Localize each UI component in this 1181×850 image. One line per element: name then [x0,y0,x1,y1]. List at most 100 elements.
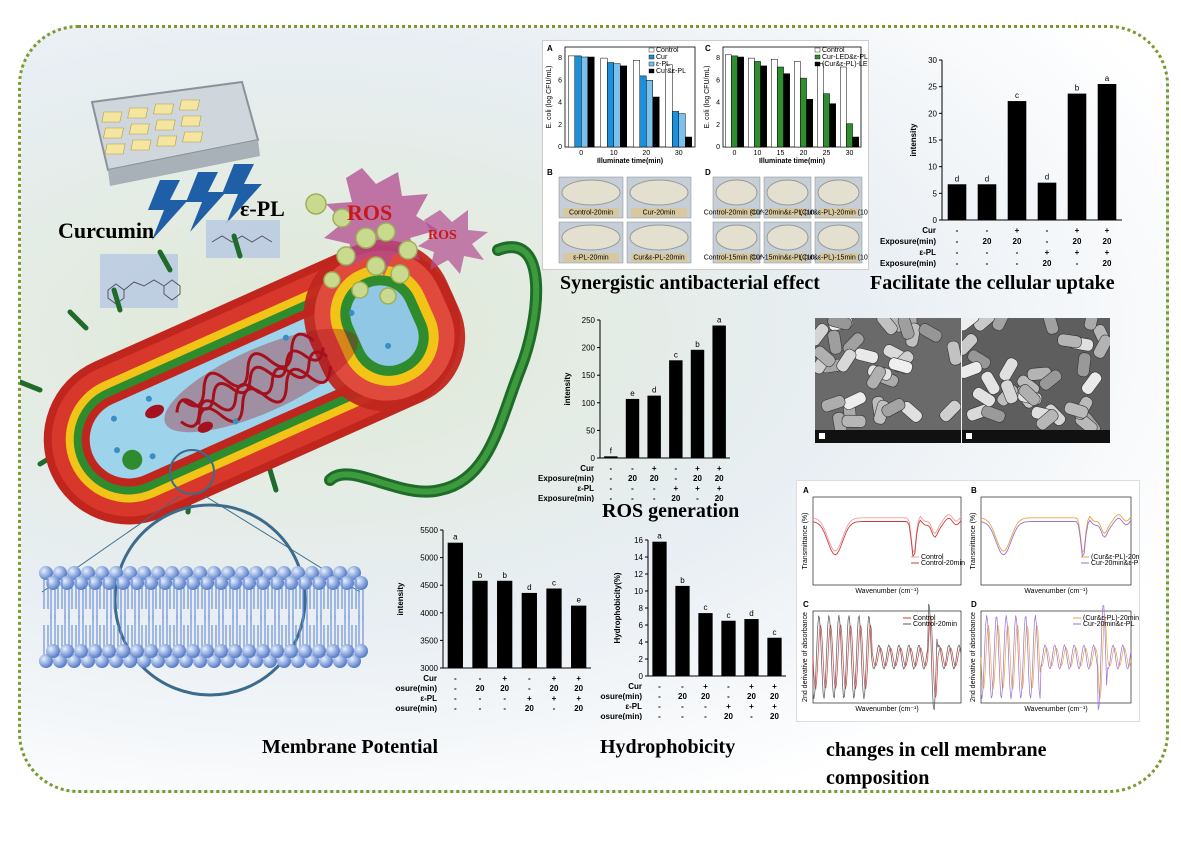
lipid-tail [190,615,196,645]
lipid-tail [225,579,231,609]
ftir-letter-a: A [803,486,809,495]
x-tick-label: 25 [823,150,831,157]
lipid-head [319,654,333,668]
ftir-curve [812,615,962,699]
y-tick-label: 8 [639,604,644,613]
ftir-letter-b: B [971,486,977,495]
legend-label: Cur-20min&ε-PL [1083,621,1134,628]
bar [675,585,690,676]
lipid-head [123,566,137,580]
lipid-head [193,566,207,580]
plate-caption: Cur&ε-PL-20min [633,255,684,262]
petri-dish [629,224,689,251]
lipid-head [39,566,53,580]
lightning-bolt-icon [148,164,262,240]
y-tick-label: 20 [928,109,937,118]
lipid-tail [120,615,126,645]
petri-dish [817,224,860,251]
condition-cell: 20 [525,704,534,713]
y-tick-label: 150 [582,371,596,380]
lipid-tail [302,589,308,619]
legend-label: ε-PL [656,61,670,68]
lipid-head [95,654,109,668]
condition-cell: - [609,474,612,483]
x-axis-label: Wavenumber (cm⁻¹) [855,706,918,713]
y-tick-label: 3000 [420,664,438,673]
significance-letter: e [630,389,635,398]
bar [823,93,830,148]
condition-row-label: Exposure(min) [395,684,437,693]
bar [521,592,537,668]
y-tick-label: 0 [558,144,562,151]
plate-caption-bg [631,253,687,262]
condition-cell: - [727,682,730,691]
condition-cell: - [674,464,677,473]
x-tick-label: 0 [733,150,737,157]
sem-cell [841,414,867,428]
lipid-head [165,654,179,668]
condition-cell: 20 [983,237,992,246]
bar [748,57,755,148]
legend-swatch [648,47,655,53]
petri-dish [715,179,758,206]
condition-row-label: ε-PL [625,702,642,711]
condition-cell: - [653,484,656,493]
legend-swatch [648,54,655,60]
condition-cell: - [454,704,457,713]
bar [1067,93,1087,220]
significance-letter: f [610,446,613,455]
magnifier-circle-icon [113,503,307,697]
lipid-tail [176,615,182,645]
x-tick-label: 30 [675,150,683,157]
condition-cell: - [553,704,556,713]
condition-cell: + [772,702,777,711]
y-axis-label: intensity [909,123,918,156]
lipid-head [305,566,319,580]
lipid-tail [288,615,294,645]
petri-dish [629,179,689,206]
lipid-head [172,644,186,658]
plate-caption-bg [563,253,619,262]
lipid-tail [183,579,189,609]
epl-label: ε-PL [240,196,285,221]
significance-letter: d [1045,173,1049,182]
legend-label: Cur-LED&ε-PL [822,54,868,61]
bar [846,123,853,148]
lipid-tail [162,589,168,619]
condition-row-label: ε-PL [577,484,594,493]
y-tick-label: 15 [928,136,937,145]
plate-caption: Control-20min [569,210,613,217]
plot-frame [564,46,696,148]
condition-cell: - [727,692,730,701]
legend-label: Control [822,47,845,54]
petri-dish [561,224,621,251]
ftir-curve [812,514,962,554]
y-axis-label: Hydrophobicity(%) [613,572,622,643]
lipid-tail [50,615,56,645]
condition-cell: - [956,259,959,268]
condition-cell: - [609,464,612,473]
condition-cell: 20 [650,474,659,483]
y-tick-label: 5000 [420,554,438,563]
lipid-head [354,644,368,658]
significance-letter: c [674,350,678,359]
lipid-head [214,644,228,658]
lipid-tail [197,579,203,609]
lipid-head [137,654,151,668]
condition-row-label: Exposure(min) [538,494,594,502]
condition-cell: 20 [574,684,583,693]
bar [817,63,824,148]
lipid-head [291,566,305,580]
y-tick-label: 4000 [420,609,438,618]
lipid-tail [330,615,336,645]
condition-cell: - [503,694,506,703]
lipid-head [326,644,340,658]
lipid-tail [344,589,350,619]
lipid-tail [92,615,98,645]
legend-label: Control [913,615,936,622]
y-tick-label: 0 [591,454,596,463]
significance-letter: d [985,174,989,183]
lipid-head [347,654,361,668]
